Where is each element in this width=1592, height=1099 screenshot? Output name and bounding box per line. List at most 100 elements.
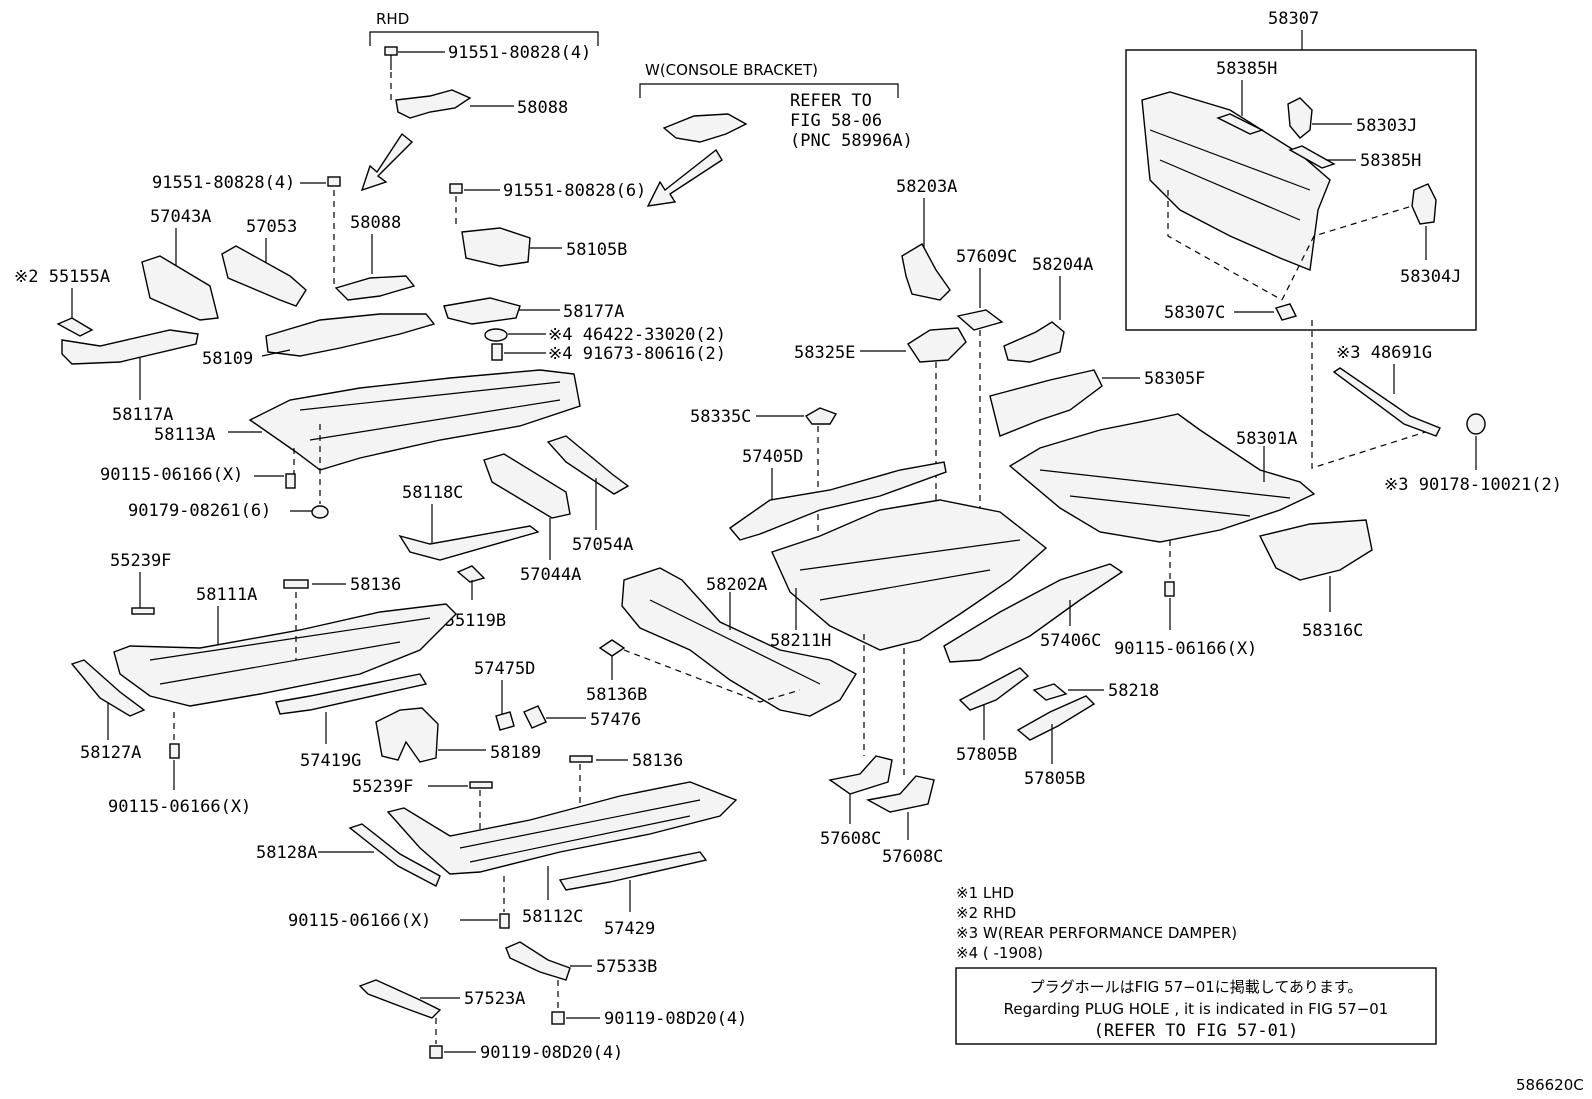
label-57608C-b: 57608C bbox=[882, 847, 943, 867]
part-57405D bbox=[728, 461, 947, 541]
label-58113A: 58113A bbox=[154, 425, 215, 445]
part-58111A bbox=[113, 603, 457, 707]
legend-group: ※1 LHD ※2 RHD ※3 W(REAR PERFORMANCE DAMP… bbox=[956, 884, 1237, 962]
label-57429: 57429 bbox=[604, 919, 655, 939]
part-57053 bbox=[221, 245, 307, 307]
label-90115-a: 90115-06166(X) bbox=[100, 465, 243, 485]
rhd-heading: RHD bbox=[376, 10, 409, 28]
part-57476 bbox=[523, 705, 547, 729]
part-58307C bbox=[1274, 303, 1298, 321]
bolt-icon bbox=[327, 176, 341, 187]
part-58325E bbox=[907, 327, 967, 363]
label-90115-b: 90115-06166(X) bbox=[108, 797, 251, 817]
refer-line-2: FIG 58-06 bbox=[790, 111, 882, 131]
center-parts-group: 58203A 57609C 58204A 58325E 58335C 57405… bbox=[690, 177, 1159, 867]
label-58301A: 58301A bbox=[1236, 429, 1297, 449]
notice-box: プラグホールはFIG 57−01に掲載してあります。 Regarding PLU… bbox=[955, 967, 1437, 1045]
label-58325E: 58325E bbox=[794, 343, 855, 363]
legend-2: ※2 RHD bbox=[956, 904, 1016, 922]
label-58088-rhd: 58088 bbox=[517, 98, 568, 118]
part-57406C bbox=[943, 563, 1124, 663]
label-91551-80828-rhd: 91551-80828(4) bbox=[448, 43, 591, 63]
upper-left-parts: 57043A 57053 58088 ※2 55155A bbox=[14, 207, 416, 337]
label-46422-33020: ※4 46422-33020(2) bbox=[548, 325, 726, 345]
label-58111A: 58111A bbox=[196, 585, 257, 605]
plug-icon bbox=[598, 639, 626, 657]
part-57608C-a bbox=[828, 755, 893, 795]
label-58136B: 58136B bbox=[586, 685, 647, 705]
refer-line-3: (PNC 58996A) bbox=[790, 131, 913, 151]
plug-icon bbox=[569, 755, 593, 763]
label-57805B-a: 57805B bbox=[956, 745, 1017, 765]
part-57044A bbox=[483, 453, 571, 519]
part-58112C-group: 58136 55239F 58128A 57429 58112C 90115-0… bbox=[256, 751, 738, 939]
console-bracket-part bbox=[662, 113, 748, 143]
part-48691G bbox=[1332, 367, 1441, 437]
label-58316C: 58316C bbox=[1302, 621, 1363, 641]
console-bracket-group: W(CONSOLE BRACKET) REFER TO FIG 58-06 (P… bbox=[639, 61, 913, 207]
part-58203A bbox=[901, 243, 951, 301]
bolt-icon bbox=[169, 743, 180, 759]
label-58304J: 58304J bbox=[1400, 267, 1461, 287]
label-58307: 58307 bbox=[1268, 9, 1319, 29]
part-57054A bbox=[546, 435, 630, 495]
part-58204A bbox=[1003, 321, 1065, 363]
part-57475D bbox=[495, 711, 515, 731]
label-57406C: 57406C bbox=[1040, 631, 1101, 651]
part-58301A bbox=[1008, 413, 1316, 543]
bolt-icon bbox=[285, 473, 296, 489]
part-58385H-b bbox=[1288, 145, 1336, 169]
label-58136-b: 58136 bbox=[632, 751, 683, 771]
bracket-58105B bbox=[461, 227, 531, 267]
label-58088-b: 58088 bbox=[350, 213, 401, 233]
bolt-91551-group: 91551-80828(4) bbox=[152, 173, 341, 285]
part-57805B-a bbox=[958, 667, 1030, 711]
notice-en: Regarding PLUG HOLE , it is indicated in… bbox=[1004, 1000, 1389, 1018]
part-58335C bbox=[804, 407, 838, 425]
part-55155A bbox=[56, 317, 94, 337]
label-57609C: 57609C bbox=[956, 247, 1017, 267]
refer-line-1: REFER TO bbox=[790, 91, 872, 111]
crossmember-58109-group: 58109 bbox=[202, 313, 436, 369]
part-57429 bbox=[558, 851, 708, 891]
part-58211H bbox=[771, 499, 1048, 651]
bolt-icon bbox=[429, 1045, 443, 1059]
label-57405D: 57405D bbox=[742, 447, 803, 467]
part-58177A bbox=[443, 297, 521, 325]
part-57043A bbox=[141, 255, 219, 321]
bracket-58088-rhd bbox=[395, 89, 472, 119]
arrow-icon bbox=[360, 132, 414, 192]
part-58113A-group: 58113A 90115-06166(X) 90179-08261(6) bbox=[100, 369, 581, 521]
label-90178-10021: ※3 90178-10021(2) bbox=[1384, 475, 1562, 495]
label-57043A: 57043A bbox=[150, 207, 211, 227]
label-57805B-b: 57805B bbox=[1024, 769, 1085, 789]
label-90179-08261: 90179-08261(6) bbox=[128, 501, 271, 521]
part-58202A bbox=[621, 567, 857, 717]
label-58109: 58109 bbox=[202, 349, 253, 369]
label-57053: 57053 bbox=[246, 217, 297, 237]
small-brackets-group: 57475D 57476 58189 bbox=[375, 659, 641, 763]
part-57608C-b bbox=[865, 775, 935, 813]
label-58385H-b: 58385H bbox=[1360, 151, 1421, 171]
part-57419G bbox=[275, 673, 428, 715]
bolt-icon bbox=[551, 1011, 565, 1025]
part-58218 bbox=[1032, 683, 1068, 701]
lower-brackets-group: 57533B 90119-08D20(4) 57523A 90119-08D20… bbox=[358, 941, 747, 1063]
label-57475D: 57475D bbox=[474, 659, 535, 679]
label-90115-c: 90115-06166(X) bbox=[288, 911, 431, 931]
legend-4: ※4 ( -1908) bbox=[956, 944, 1043, 962]
label-90119-b: 90119-08D20(4) bbox=[480, 1043, 623, 1063]
part-57805B-b bbox=[1016, 695, 1096, 741]
label-57523A: 57523A bbox=[464, 989, 525, 1009]
clip-icon bbox=[469, 781, 493, 789]
part-57523A bbox=[358, 979, 442, 1019]
label-58177A: 58177A bbox=[563, 302, 624, 322]
part-58088 bbox=[334, 275, 416, 301]
part-55119B bbox=[456, 565, 486, 583]
part-58303J bbox=[1287, 97, 1313, 139]
nut-icon bbox=[1466, 413, 1486, 435]
bolt-91551-6-group: 91551-80828(6) 58105B bbox=[449, 181, 646, 267]
bolt-icon bbox=[499, 913, 510, 929]
label-58305F: 58305F bbox=[1144, 369, 1205, 389]
plug-icon bbox=[283, 579, 309, 589]
